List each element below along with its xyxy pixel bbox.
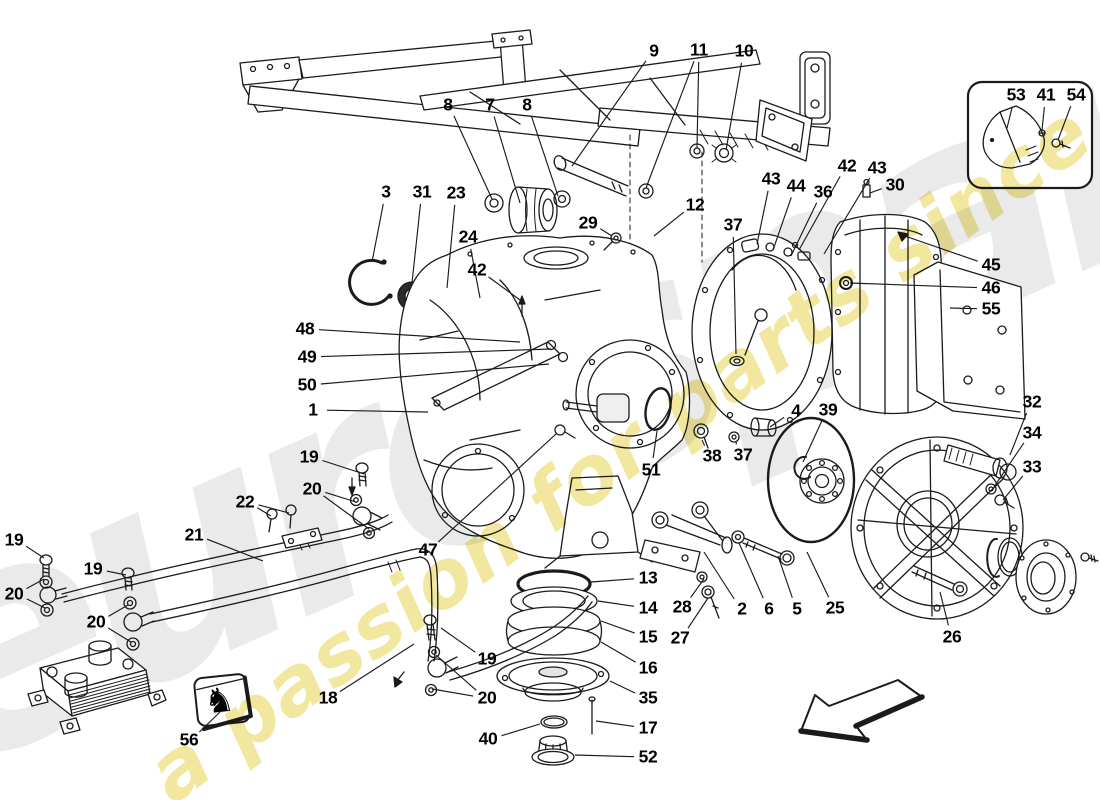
- part-label-20: 20: [86, 611, 106, 632]
- part-label-19: 19: [4, 529, 24, 550]
- part-label-43: 43: [867, 157, 887, 178]
- part-label-1: 1: [308, 399, 318, 420]
- part-label-8: 8: [522, 94, 532, 115]
- part-label-54: 54: [1066, 84, 1086, 105]
- part-label-2: 2: [737, 598, 747, 619]
- part-label-26: 26: [942, 626, 962, 647]
- part-label-7: 7: [485, 94, 495, 115]
- part-label-11: 11: [690, 39, 708, 60]
- part-label-24: 24: [458, 226, 478, 247]
- part-label-32: 32: [1022, 391, 1042, 412]
- part-label-20: 20: [477, 687, 497, 708]
- part-label-19: 19: [299, 446, 319, 467]
- part-label-35: 35: [638, 687, 658, 708]
- part-label-44: 44: [786, 175, 806, 196]
- part-label-17: 17: [638, 717, 658, 738]
- part-label-33: 33: [1022, 456, 1042, 477]
- part-label-9: 9: [649, 40, 659, 61]
- part-label-42: 42: [837, 155, 857, 176]
- part-label-21: 21: [184, 524, 204, 545]
- part-label-55: 55: [981, 298, 1001, 319]
- part-label-4: 4: [791, 400, 801, 421]
- part-label-22: 22: [235, 491, 255, 512]
- part-label-8: 8: [443, 94, 453, 115]
- part-label-29: 29: [578, 212, 598, 233]
- part-label-46: 46: [981, 277, 1001, 298]
- part-label-3: 3: [381, 181, 391, 202]
- part-label-43: 43: [761, 168, 781, 189]
- part-label-15: 15: [638, 626, 658, 647]
- part-label-10: 10: [734, 40, 754, 61]
- part-label-36: 36: [813, 181, 833, 202]
- part-label-56: 56: [179, 729, 199, 750]
- part-label-53: 53: [1006, 84, 1026, 105]
- part-label-31: 31: [412, 181, 432, 202]
- part-label-18: 18: [318, 687, 338, 708]
- part-label-23: 23: [446, 182, 466, 203]
- part-label-49: 49: [297, 346, 317, 367]
- part-label-45: 45: [981, 254, 1001, 275]
- part-label-6: 6: [764, 598, 774, 619]
- part-label-41: 41: [1036, 84, 1056, 105]
- part-label-13: 13: [638, 567, 658, 588]
- part-label-28: 28: [672, 596, 692, 617]
- part-label-37: 37: [723, 214, 743, 235]
- part-label-48: 48: [295, 318, 315, 339]
- part-label-52: 52: [638, 746, 658, 767]
- part-label-42: 42: [467, 259, 487, 280]
- part-label-19: 19: [477, 648, 497, 669]
- part-label-27: 27: [670, 627, 690, 648]
- part-label-16: 16: [638, 657, 658, 678]
- part-label-47: 47: [418, 539, 438, 560]
- part-label-14: 14: [638, 597, 658, 618]
- part-label-20: 20: [4, 583, 24, 604]
- part-label-50: 50: [297, 374, 317, 395]
- part-label-5: 5: [792, 598, 802, 619]
- part-label-51: 51: [641, 459, 661, 480]
- part-label-20: 20: [302, 478, 322, 499]
- part-label-30: 30: [885, 174, 905, 195]
- part-label-25: 25: [825, 597, 845, 618]
- part-label-37: 37: [733, 444, 753, 465]
- part-label-12: 12: [685, 194, 705, 215]
- leader-lines: [25, 60, 1072, 758]
- part-label-39: 39: [818, 399, 838, 420]
- part-label-34: 34: [1022, 422, 1042, 443]
- part-label-38: 38: [702, 445, 722, 466]
- part-label-19: 19: [83, 558, 103, 579]
- part-label-40: 40: [478, 728, 498, 749]
